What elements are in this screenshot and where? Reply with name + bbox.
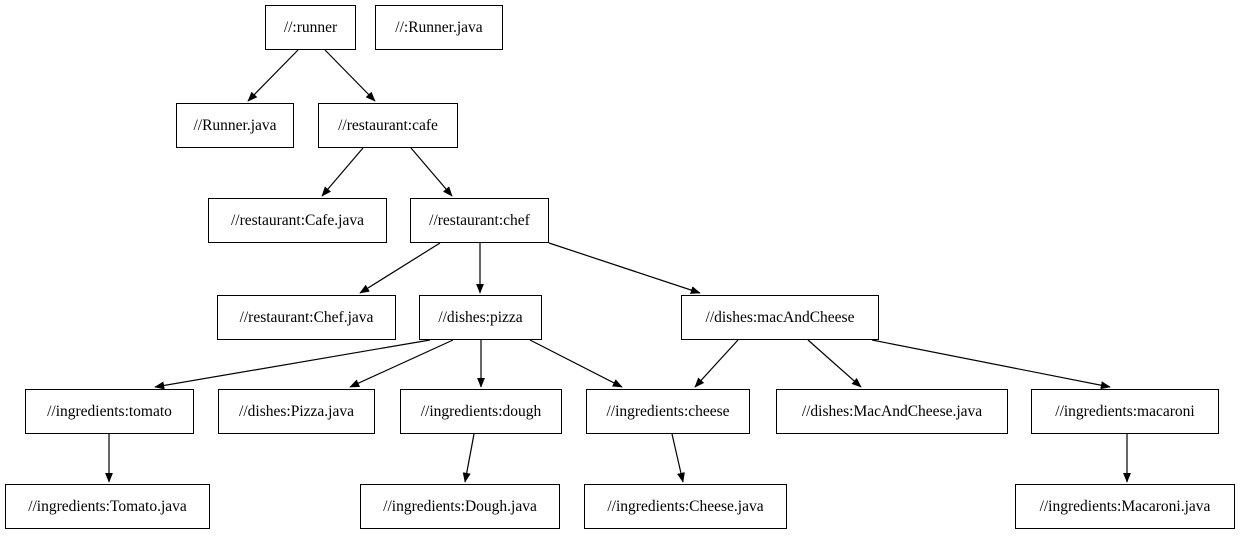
graph-edge: [462, 433, 475, 483]
graph-node-label: //ingredients:dough: [420, 402, 542, 420]
graph-edge: [154, 339, 431, 390]
graph-edge: [324, 49, 376, 102]
graph-node-label: //dishes:macAndCheese: [705, 308, 855, 326]
graph-node-dishes_mac[interactable]: //dishes:macAndCheese: [681, 295, 879, 340]
graph-edge: [671, 433, 685, 483]
graph-edge: [871, 339, 1111, 390]
graph-node-label: //ingredients:cheese: [606, 402, 730, 420]
graph-node-label: //ingredients:macaroni: [1055, 402, 1195, 420]
graph-node-label: //dishes:MacAndCheese.java: [801, 402, 983, 420]
graph-node-ing_tomato[interactable]: //ingredients:tomato: [25, 389, 194, 434]
graph-edge: [321, 147, 364, 197]
graph-edge: [410, 147, 453, 197]
graph-edge: [694, 339, 739, 388]
graph-node-label: //ingredients:tomato: [47, 402, 172, 420]
graph-edge: [548, 242, 701, 294]
graph-node-label: //restaurant:chef: [429, 211, 530, 229]
graph-node-runner_java[interactable]: //Runner.java: [176, 103, 294, 148]
graph-edge: [349, 339, 454, 388]
graph-edge: [807, 339, 862, 388]
graph-node-cafe_java[interactable]: //restaurant:Cafe.java: [208, 198, 387, 243]
graph-node-runner[interactable]: //:runner: [265, 5, 356, 50]
graph-node-label: //restaurant:Chef.java: [239, 308, 374, 326]
graph-node-chef_java[interactable]: //restaurant:Chef.java: [217, 295, 396, 340]
graph-node-restaurant_cafe[interactable]: //restaurant:cafe: [318, 103, 458, 148]
graph-node-ing_macaroni[interactable]: //ingredients:macaroni: [1031, 389, 1219, 434]
graph-node-label: //:Runner.java: [395, 18, 483, 36]
graph-node-label: //ingredients:Macaroni.java: [1039, 497, 1211, 515]
graph-node-tomato_java[interactable]: //ingredients:Tomato.java: [5, 484, 210, 529]
graph-node-restaurant_chef[interactable]: //restaurant:chef: [410, 198, 549, 243]
graph-edge: [247, 49, 299, 102]
graph-node-label: //ingredients:Dough.java: [383, 497, 537, 515]
graph-node-dough_java[interactable]: //ingredients:Dough.java: [360, 484, 560, 529]
graph-node-label: //restaurant:Cafe.java: [231, 211, 364, 229]
graph-node-label: //dishes:Pizza.java: [239, 402, 354, 420]
graph-node-cheese_java[interactable]: //ingredients:Cheese.java: [584, 484, 787, 529]
graph-node-dishes_pizza[interactable]: //dishes:pizza: [419, 295, 542, 340]
graph-node-runner_java_root[interactable]: //:Runner.java: [375, 5, 503, 50]
graph-node-label: //ingredients:Cheese.java: [607, 497, 764, 515]
graph-node-label: //:runner: [283, 18, 338, 36]
graph-edge: [359, 242, 441, 294]
graph-node-label: //dishes:pizza: [438, 308, 523, 326]
graph-node-macaroni_java[interactable]: //ingredients:Macaroni.java: [1015, 484, 1235, 529]
graph-edge: [529, 339, 623, 388]
graph-node-ing_cheese[interactable]: //ingredients:cheese: [586, 389, 750, 434]
graph-node-ing_dough[interactable]: //ingredients:dough: [400, 389, 562, 434]
graph-node-pizza_java[interactable]: //dishes:Pizza.java: [218, 389, 375, 434]
graph-node-label: //restaurant:cafe: [338, 116, 438, 134]
graph-node-label: //Runner.java: [193, 116, 277, 134]
graph-node-mac_java[interactable]: //dishes:MacAndCheese.java: [776, 389, 1008, 434]
graph-node-label: //ingredients:Tomato.java: [28, 497, 187, 515]
